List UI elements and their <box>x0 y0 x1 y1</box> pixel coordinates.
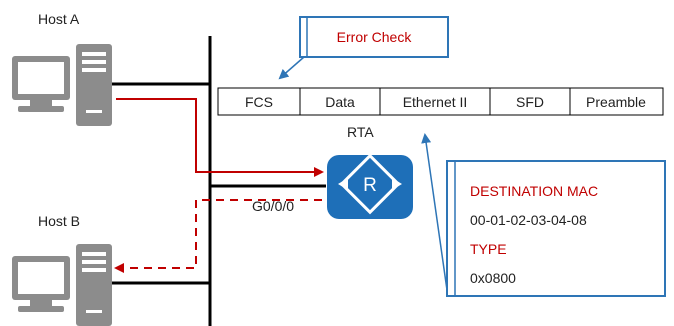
frame-outline <box>217 87 664 116</box>
dest-mac-label: DESTINATION MAC <box>470 183 598 199</box>
type-value: 0x0800 <box>470 270 516 286</box>
frame-field-fcs: FCS <box>245 94 273 110</box>
error-check-callout: Error Check <box>278 16 449 80</box>
router-icon-letter: R <box>363 175 377 196</box>
header-details-callout: DESTINATION MAC 00-01-02-03-04-08 TYPE 0… <box>421 133 666 297</box>
router-icon: R <box>327 153 413 219</box>
router-interface-label: G0/0/0 <box>252 198 294 214</box>
frame-field-ethernet-ii: Ethernet II <box>403 94 468 110</box>
host-b-computer-icon <box>12 244 112 326</box>
error-check-text: Error Check <box>337 29 413 45</box>
dest-mac-value: 00-01-02-03-04-08 <box>470 212 587 228</box>
ethernet-frame: FCS Data Ethernet II SFD Preamble <box>217 87 664 116</box>
frame-path-arrow <box>116 98 324 177</box>
host-a-computer-icon <box>12 44 112 126</box>
host-b-label: Host B <box>38 213 80 229</box>
host-a-label: Host A <box>38 11 80 27</box>
frame-return-dashed-arrow <box>114 199 322 273</box>
frame-field-data: Data <box>325 94 355 110</box>
router-name-label: RTA <box>347 124 374 140</box>
type-label: TYPE <box>470 241 507 257</box>
frame-field-sfd: SFD <box>516 94 544 110</box>
frame-field-preamble: Preamble <box>586 94 646 110</box>
